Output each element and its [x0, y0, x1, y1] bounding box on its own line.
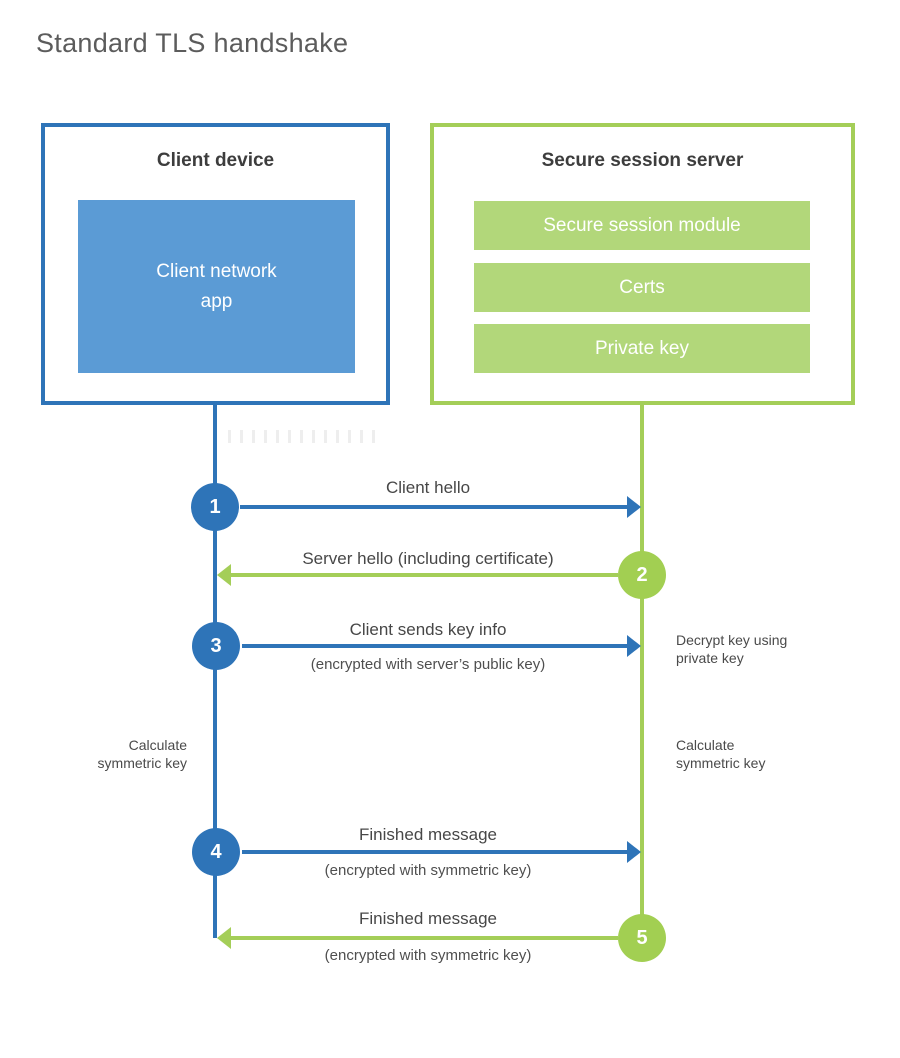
arrow-server-hello — [217, 564, 618, 586]
step-3-circle: 3 — [192, 622, 240, 670]
arrowhead-right-icon — [627, 841, 641, 863]
server-module-private-key: Private key — [474, 324, 810, 373]
arrowhead-right-icon — [627, 496, 641, 518]
arrow-finished-client — [242, 841, 641, 863]
note-decrypt-key: Decrypt key using private key — [676, 632, 788, 667]
step-4-label: Finished message — [353, 825, 503, 845]
arrow-shaft — [242, 644, 628, 648]
step-1-circle: 1 — [191, 483, 239, 531]
server-module-label: Certs — [619, 276, 665, 298]
client-device-box: Client device Client network app — [41, 123, 390, 405]
client-lifeline — [213, 405, 217, 938]
arrow-shaft — [240, 505, 628, 509]
step-5-circle: 5 — [618, 914, 666, 962]
server-module-certs: Certs — [474, 263, 810, 312]
client-network-app-box: Client network app — [78, 200, 355, 373]
server-box: Secure session server Secure session mod… — [430, 123, 855, 405]
step-3-sublabel: (encrypted with server’s public key) — [310, 656, 546, 673]
step-3-label: Client sends key info — [343, 620, 513, 640]
arrowhead-left-icon — [217, 564, 231, 586]
step-4-circle: 4 — [192, 828, 240, 876]
arrow-shaft — [242, 850, 628, 854]
step-number: 2 — [636, 563, 648, 586]
step-2-label: Server hello (including certificate) — [296, 549, 560, 569]
step-number: 5 — [636, 926, 648, 949]
arrow-client-hello — [240, 496, 641, 518]
step-1-label: Client hello — [379, 478, 477, 498]
server-title: Secure session server — [541, 150, 744, 171]
step-number: 4 — [210, 840, 222, 863]
step-5-sublabel: (encrypted with symmetric key) — [324, 947, 532, 964]
step-5-label: Finished message — [353, 909, 503, 929]
step-number: 3 — [210, 634, 222, 657]
arrow-shaft — [230, 936, 618, 940]
step-number: 1 — [209, 495, 221, 518]
client-device-title: Client device — [156, 150, 275, 171]
client-network-app-label: Client network app — [156, 261, 277, 312]
note-calculate-symmetric-key-client: Calculate symmetric key — [97, 737, 187, 772]
note-calculate-symmetric-key-server: Calculate symmetric key — [676, 737, 766, 772]
server-module-label: Private key — [595, 337, 689, 359]
server-module-label: Secure session module — [543, 214, 741, 236]
step-4-sublabel: (encrypted with symmetric key) — [324, 862, 532, 879]
faint-dashed-line — [228, 430, 384, 443]
server-module-secure-session: Secure session module — [474, 201, 810, 250]
arrow-shaft — [230, 573, 618, 577]
page-title: Standard TLS handshake — [36, 28, 349, 58]
server-lifeline — [640, 405, 644, 938]
arrow-client-key-info — [242, 635, 641, 657]
arrow-finished-server — [217, 927, 618, 949]
arrowhead-left-icon — [217, 927, 231, 949]
step-2-circle: 2 — [618, 551, 666, 599]
arrowhead-right-icon — [627, 635, 641, 657]
